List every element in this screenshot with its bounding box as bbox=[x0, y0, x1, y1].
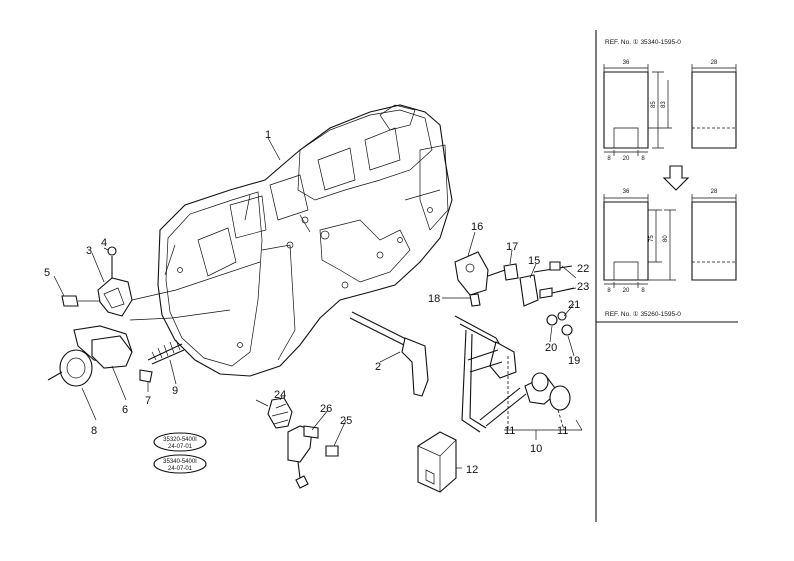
reference-panel: REF. No. ① 35340-1595-0 36 8 20 8 85 83 … bbox=[595, 30, 738, 522]
bot-width-right: 28 bbox=[711, 189, 718, 195]
callout-8: 8 bbox=[91, 425, 97, 437]
bot-h2: 80 bbox=[663, 235, 669, 242]
stamp-1 bbox=[153, 432, 207, 452]
leader-lines bbox=[53, 137, 577, 469]
part-number-stamps: 35320-5400I 24-07-01 35340-5400I 24-07-0… bbox=[153, 432, 207, 474]
stamp-1-line1: 35320-5400I bbox=[163, 437, 197, 443]
bot-bottom-8b: 8 bbox=[641, 288, 645, 294]
callout-9: 9 bbox=[172, 385, 178, 397]
dust-cover bbox=[417, 431, 457, 493]
ref-top-label: REF. No. ① 35340-1595-0 bbox=[605, 38, 681, 46]
callout-7: 7 bbox=[145, 395, 151, 407]
stamp-1-line2: 24-07-01 bbox=[168, 444, 193, 450]
release-shaft bbox=[349, 311, 429, 397]
transmission-housing bbox=[157, 104, 453, 377]
callout-22: 22 bbox=[577, 263, 589, 275]
callout-26: 26 bbox=[320, 403, 332, 415]
callout-10: 10 bbox=[530, 443, 542, 455]
callout-12: 12 bbox=[466, 464, 478, 476]
top-bottom-8b: 8 bbox=[641, 156, 645, 162]
callout-20: 20 bbox=[545, 342, 557, 354]
callout-15: 15 bbox=[528, 255, 540, 267]
bot-bottom-20: 20 bbox=[623, 288, 630, 294]
lower-linkage-parts bbox=[255, 397, 339, 489]
top-h1: 85 bbox=[651, 101, 657, 108]
callout-21: 21 bbox=[568, 299, 580, 311]
bot-h1: 75 bbox=[649, 235, 655, 242]
callout-5: 5 bbox=[44, 267, 50, 279]
callout-1: 1 bbox=[265, 129, 271, 141]
callout-16: 16 bbox=[471, 221, 483, 233]
bot-width-left: 36 bbox=[623, 189, 630, 195]
pedal-assembly bbox=[454, 251, 583, 440]
top-h2: 83 bbox=[661, 101, 667, 108]
callout-25: 25 bbox=[340, 415, 352, 427]
ref-bottom-label: REF. No. ① 35260-1595-0 bbox=[605, 310, 681, 318]
release-fork-assembly bbox=[47, 246, 261, 387]
callout-19: 19 bbox=[568, 355, 580, 367]
callout-23: 23 bbox=[577, 281, 589, 293]
top-bottom-8a: 8 bbox=[607, 156, 611, 162]
callout-numbers: 1 2 3 4 5 6 7 8 9 10 11 11 12 15 16 17 1… bbox=[44, 129, 589, 476]
stamp-2-line1: 35340-5400I bbox=[163, 459, 197, 465]
stamp-2-line2: 24-07-01 bbox=[168, 466, 193, 472]
callout-24: 24 bbox=[274, 389, 286, 401]
callout-4: 4 bbox=[101, 237, 107, 249]
top-width-left: 36 bbox=[623, 60, 630, 66]
down-arrow-icon bbox=[662, 165, 690, 191]
callout-11-left: 11 bbox=[504, 425, 515, 437]
top-bottom-20: 20 bbox=[623, 156, 630, 162]
callout-17: 17 bbox=[506, 241, 518, 253]
callout-6: 6 bbox=[122, 404, 128, 416]
stamp-2 bbox=[153, 454, 207, 474]
callout-3: 3 bbox=[86, 245, 92, 257]
callout-18: 18 bbox=[428, 293, 440, 305]
top-width-right: 28 bbox=[711, 60, 718, 66]
bot-bottom-8a: 8 bbox=[607, 288, 611, 294]
callout-2: 2 bbox=[375, 361, 381, 373]
callout-11-right: 11 bbox=[557, 425, 568, 437]
